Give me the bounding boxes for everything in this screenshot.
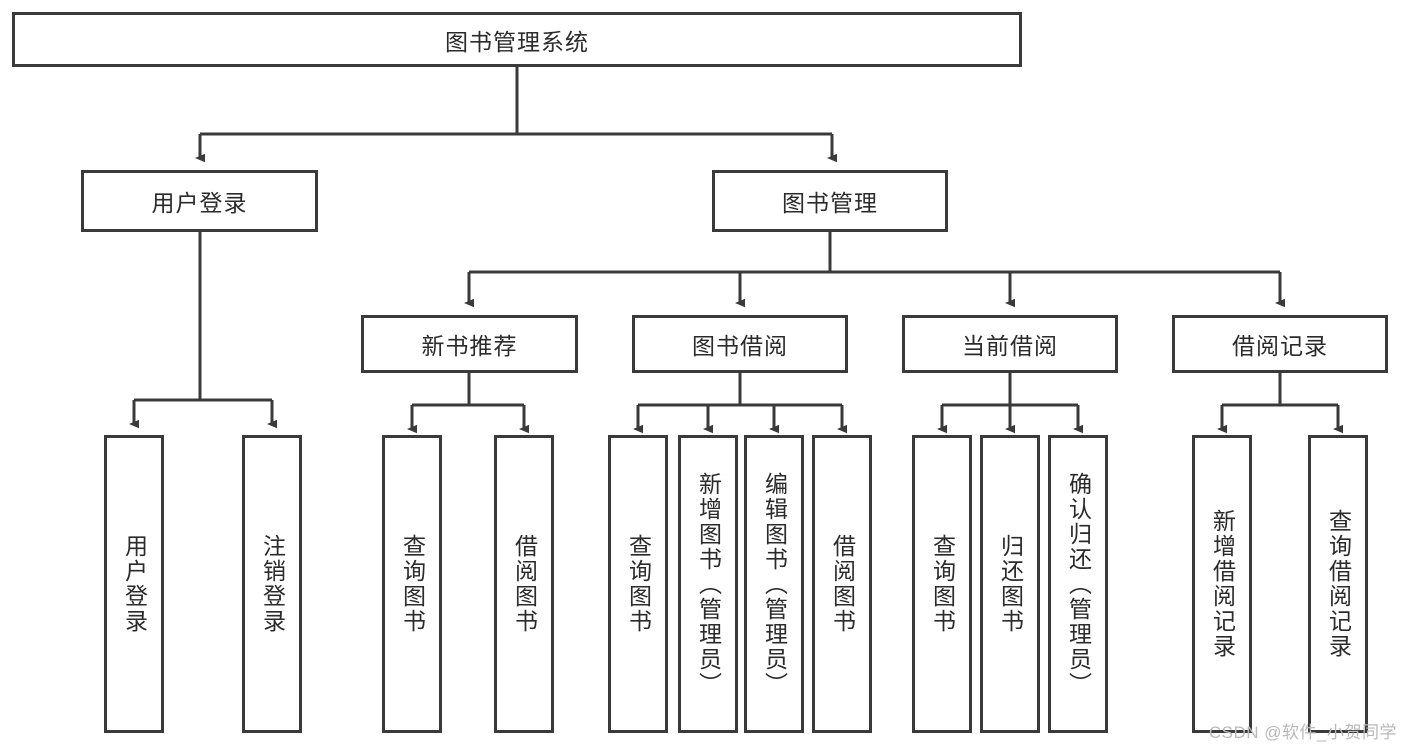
node-current-borrow[interactable]: 当前借阅 [902, 315, 1118, 373]
node-leaf-query-record-label: 查询借阅记录 [1325, 509, 1352, 659]
node-leaf-confirm-return-label: 确认归还（管理员） [1065, 471, 1092, 697]
node-new-book-recommend[interactable]: 新书推荐 [361, 315, 578, 373]
node-leaf-query-book-3-label: 查询图书 [929, 534, 956, 634]
node-leaf-borrow-book-2[interactable]: 借阅图书 [812, 435, 872, 733]
node-root[interactable]: 图书管理系统 [12, 12, 1022, 67]
node-leaf-confirm-return[interactable]: 确认归还（管理员） [1048, 435, 1108, 733]
node-leaf-user-login[interactable]: 用户登录 [104, 435, 164, 733]
node-leaf-add-book-label: 新增图书（管理员） [695, 471, 722, 697]
node-leaf-query-record[interactable]: 查询借阅记录 [1308, 435, 1368, 733]
node-leaf-return-book[interactable]: 归还图书 [980, 435, 1040, 733]
node-user-login-label: 用户登录 [151, 190, 248, 216]
node-leaf-borrow-book-1-label: 借阅图书 [511, 534, 538, 634]
node-borrow-record[interactable]: 借阅记录 [1172, 315, 1388, 373]
node-current-borrow-label: 当前借阅 [962, 333, 1058, 359]
node-book-manage-label: 图书管理 [782, 190, 878, 216]
node-leaf-query-book-1[interactable]: 查询图书 [382, 435, 442, 733]
node-leaf-query-book-3[interactable]: 查询图书 [912, 435, 972, 733]
node-book-borrow-label: 图书借阅 [692, 333, 788, 359]
node-leaf-user-login-label: 用户登录 [121, 534, 148, 634]
node-leaf-edit-book[interactable]: 编辑图书（管理员） [744, 435, 804, 733]
node-root-label: 图书管理系统 [445, 28, 589, 55]
node-leaf-borrow-book-2-label: 借阅图书 [829, 534, 856, 634]
node-leaf-borrow-book-1[interactable]: 借阅图书 [494, 435, 554, 733]
node-borrow-record-label: 借阅记录 [1232, 333, 1328, 359]
node-book-manage[interactable]: 图书管理 [712, 170, 948, 232]
node-leaf-query-book-2[interactable]: 查询图书 [608, 435, 668, 733]
node-book-borrow[interactable]: 图书借阅 [632, 315, 848, 373]
node-leaf-add-book[interactable]: 新增图书（管理员） [678, 435, 738, 733]
node-user-login[interactable]: 用户登录 [81, 170, 318, 232]
node-new-book-recommend-label: 新书推荐 [421, 333, 518, 359]
node-leaf-add-record-label: 新增借阅记录 [1209, 509, 1236, 659]
node-leaf-logout-login-label: 注销登录 [259, 534, 286, 634]
csdn-watermark: CSDN @软件_小贺同学 [1208, 723, 1397, 742]
node-leaf-add-record[interactable]: 新增借阅记录 [1192, 435, 1252, 733]
node-leaf-query-book-1-label: 查询图书 [399, 534, 426, 634]
node-leaf-logout-login[interactable]: 注销登录 [242, 435, 302, 733]
node-leaf-query-book-2-label: 查询图书 [625, 534, 652, 634]
node-leaf-return-book-label: 归还图书 [997, 534, 1024, 634]
node-leaf-edit-book-label: 编辑图书（管理员） [761, 471, 788, 697]
